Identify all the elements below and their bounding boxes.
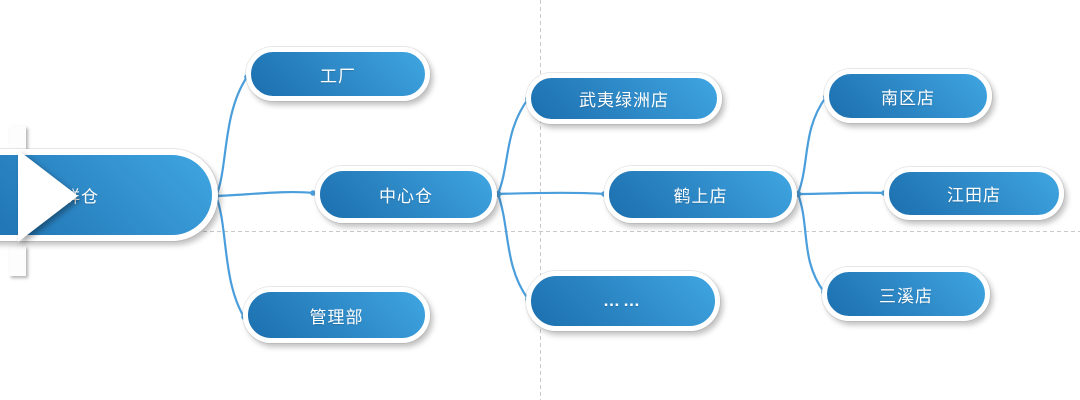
node-central-warehouse[interactable]: 中心仓: [315, 166, 497, 223]
node-label: ……: [603, 291, 643, 310]
edge-central-more: [496, 192, 530, 301]
node-more-stores-ellipsis[interactable]: ……: [526, 271, 720, 331]
root-ribbon-fold-top: [9, 126, 26, 156]
root-ribbon-fold-bottom: [9, 246, 26, 276]
edge-heshang-jiangtian: [796, 191, 886, 196]
node-heshang-store[interactable]: 鹤上店: [604, 166, 797, 223]
node-label: 中心仓: [379, 187, 433, 206]
node-label: 武夷绿洲店: [579, 91, 669, 110]
node-factory[interactable]: 工厂: [246, 47, 430, 101]
edge-heshang-nanqu: [796, 95, 828, 196]
edge-heshang-sanxi: [796, 192, 826, 294]
node-label: 管理部: [309, 307, 364, 327]
edge-root-admin: [214, 194, 246, 319]
node-label: 江田店: [947, 186, 1001, 205]
node-label: 鹤上店: [673, 187, 728, 206]
edge-central-heshang: [496, 191, 606, 196]
edge-central-wuyi: [496, 97, 530, 196]
node-admin-department[interactable]: 管理部: [243, 287, 430, 343]
node-label: 南区店: [881, 88, 935, 108]
node-label: 工厂: [320, 66, 356, 86]
endpoint-dot-central: [310, 190, 316, 196]
node-jiangtian-store[interactable]: 江田店: [884, 167, 1064, 220]
root-arrow-icon: [18, 150, 78, 242]
node-wuyi-oasis-store[interactable]: 武夷绿洲店: [526, 73, 722, 124]
node-nanqu-store[interactable]: 南区店: [824, 69, 992, 123]
node-label: 三溪店: [879, 286, 933, 306]
edge-root-factory: [214, 75, 249, 198]
edge-root-central: [214, 190, 315, 198]
node-sanxi-store[interactable]: 三溪店: [822, 267, 990, 321]
